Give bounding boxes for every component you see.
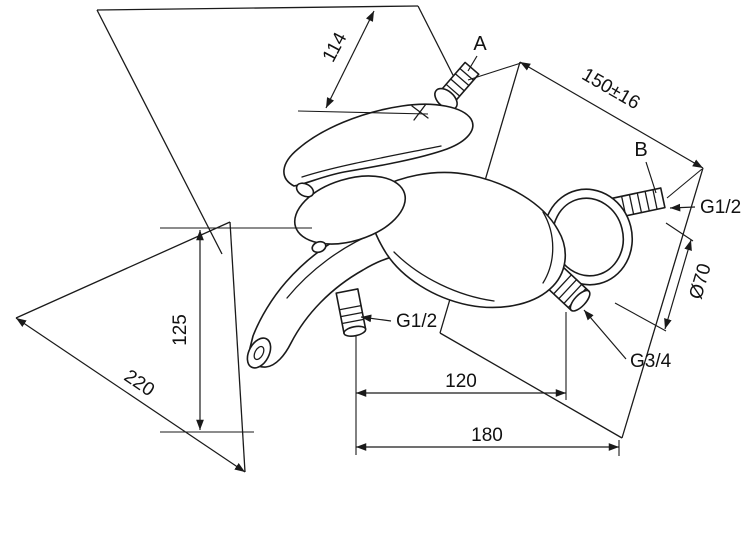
callout-a-label: A <box>473 33 487 55</box>
handle-index-mark-icon <box>411 103 429 121</box>
spout-tip-face <box>246 337 272 369</box>
shower-outlet-threads <box>553 274 587 309</box>
faucet <box>246 61 666 369</box>
faucet-spout <box>246 215 429 369</box>
leader-g12-inlet <box>669 203 696 212</box>
top-plane-left-edge <box>96 9 223 255</box>
body-right-highlight <box>542 211 554 284</box>
bottom-outlet-threads <box>338 304 365 325</box>
thread-bottom-label: G1/2 <box>396 311 437 332</box>
ext-70-bottom <box>614 302 667 332</box>
cartridge-dome <box>293 175 407 245</box>
dim-70-label: Ø70 <box>686 261 716 301</box>
dim-114-label: 114 <box>319 29 352 66</box>
shower-outlet-cap <box>569 289 591 312</box>
dim-150-label: 150±16 <box>578 64 643 114</box>
thread-inlet-label: G1/2 <box>700 197 741 218</box>
wall-plane-bottom-edge <box>439 332 623 439</box>
dome-tab <box>311 240 327 254</box>
ext-150-a <box>467 62 522 81</box>
top-plane-top-edge <box>96 5 419 11</box>
dimension-layer <box>15 10 704 473</box>
ext-150-b <box>666 168 703 199</box>
body-outline <box>368 171 566 309</box>
ext-114-handle <box>297 110 429 115</box>
dim-150-line <box>519 61 704 169</box>
dim-220-label: 220 <box>120 366 158 401</box>
dim-180-label: 180 <box>471 425 503 446</box>
faucet-handle <box>283 103 474 198</box>
left-plane-top-edge <box>15 221 231 319</box>
leader-callout-b <box>645 161 657 194</box>
bottom-outlet-cap <box>343 325 367 337</box>
left-plane-right-edge <box>229 221 246 473</box>
spout-aerator <box>253 345 265 361</box>
top-plane-right-edge <box>417 5 460 88</box>
bottom-outlet <box>335 288 367 337</box>
leader-g12-bottom <box>360 314 392 323</box>
dim-220-line <box>15 317 246 473</box>
spout-outline <box>249 215 429 368</box>
dim-114-line <box>325 10 375 109</box>
faucet-body <box>368 171 566 309</box>
dim-125-label: 125 <box>170 314 191 346</box>
nipple-b-threads <box>620 189 658 217</box>
handle-underside-line <box>301 145 442 178</box>
leader-callout-a <box>467 55 478 72</box>
handle-end-cap <box>295 182 315 198</box>
thread-shower-label: G3/4 <box>630 351 672 372</box>
dim-120-label: 120 <box>445 371 477 392</box>
wall-plane-right-edge <box>621 167 704 439</box>
callout-b-label: B <box>634 139 647 161</box>
body-lower-edge <box>393 251 495 302</box>
label-layer: 114 150±16 A B G1/2 Ø70 G3/4 G1/2 125 22… <box>120 29 741 446</box>
ext-70-top <box>665 222 694 242</box>
nipple-a-threads <box>445 67 475 97</box>
leader-g34-shower <box>583 309 627 360</box>
handle-outline <box>283 103 474 187</box>
dim-70-line <box>664 239 692 330</box>
